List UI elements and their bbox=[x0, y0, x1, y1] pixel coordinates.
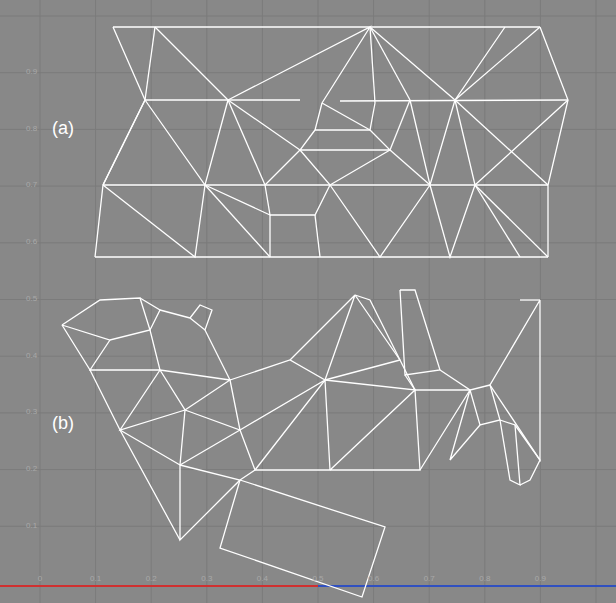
axis-tick: 0.7 bbox=[424, 575, 435, 583]
axis-tick: 0.3 bbox=[26, 408, 37, 416]
axis-tick: 0.2 bbox=[26, 465, 37, 473]
axis-tick: 0.1 bbox=[90, 575, 101, 583]
axis-tick: 0.2 bbox=[146, 575, 157, 583]
mesh-a bbox=[95, 27, 568, 257]
axis-tick: 0.9 bbox=[535, 575, 546, 583]
part-label: (b) bbox=[52, 414, 74, 432]
axis-tick: 0.8 bbox=[26, 125, 37, 133]
axis-tick: 0.4 bbox=[257, 575, 268, 583]
axis-tick: 0.6 bbox=[368, 575, 379, 583]
axis-tick: 0.9 bbox=[26, 68, 37, 76]
u-axis bbox=[0, 585, 318, 587]
part-label: (a) bbox=[52, 119, 74, 137]
mesh-b bbox=[62, 290, 540, 597]
axis-tick: 0.3 bbox=[201, 575, 212, 583]
axis-tick: 0.1 bbox=[26, 522, 37, 530]
v-axis bbox=[318, 585, 616, 587]
axis-tick: 0.8 bbox=[479, 575, 490, 583]
axis-tick: 0.4 bbox=[26, 352, 37, 360]
axis-tick: 0.7 bbox=[26, 181, 37, 189]
axis-tick: 0 bbox=[38, 575, 42, 583]
axis-tick: 0.5 bbox=[312, 575, 323, 583]
axis-tick: 0.6 bbox=[26, 238, 37, 246]
axis-tick: 0.5 bbox=[26, 295, 37, 303]
